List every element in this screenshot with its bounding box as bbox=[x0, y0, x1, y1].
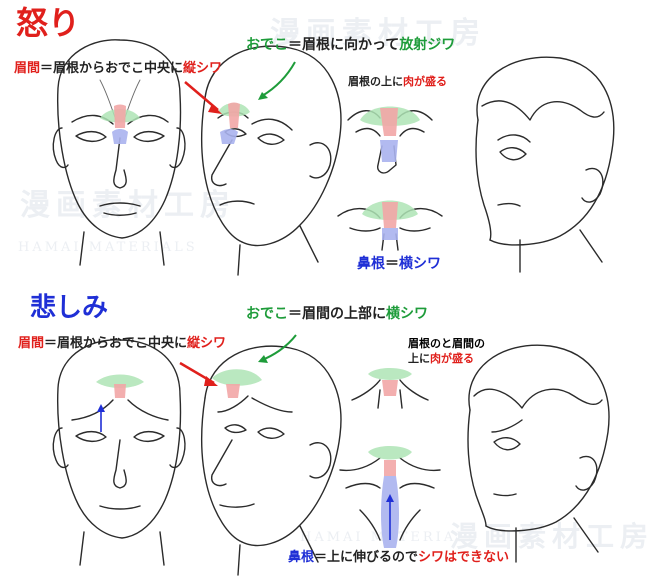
sadness-brow-detail-bottom bbox=[339, 446, 441, 548]
anger-brow-detail-bottom bbox=[337, 200, 443, 251]
sadness-brow-detail-top bbox=[351, 368, 429, 409]
sadness-face-three-quarter bbox=[200, 345, 342, 576]
anger-nose-label: 鼻根＝横シワ bbox=[357, 256, 441, 272]
sadness-anime-face bbox=[467, 344, 610, 563]
sadness-glabella-label: 眉間＝眉根からおでこ中央に縦シワ bbox=[18, 336, 227, 351]
anger-forehead-label: おでこ＝眉根に向かって放射ジワ bbox=[246, 37, 456, 53]
sadness-brow-label-line1: 眉根のと眉間の bbox=[408, 337, 485, 350]
anger-face-three-quarter bbox=[200, 45, 342, 276]
anger-glabella-label: 眉間＝眉根からおでこ中央に縦シワ bbox=[14, 61, 223, 76]
anger-brow-detail-top bbox=[347, 106, 433, 174]
anger-anime-face bbox=[475, 56, 615, 273]
sadness-forehead-label: おでこ＝眉間の上部に横シワ bbox=[246, 306, 428, 322]
anger-title: 怒り bbox=[16, 4, 81, 42]
anger-brow-label: 眉根の上に肉が盛る bbox=[348, 75, 447, 88]
sadness-face-front bbox=[52, 339, 186, 566]
sadness-nose-label: 鼻根＝上に伸びるのでシワはできない bbox=[288, 550, 510, 565]
sadness-title: 悲しみ bbox=[30, 293, 109, 323]
anger-face-front bbox=[52, 39, 186, 266]
sadness-brow-label-line2: 上に肉が盛る bbox=[408, 352, 474, 365]
